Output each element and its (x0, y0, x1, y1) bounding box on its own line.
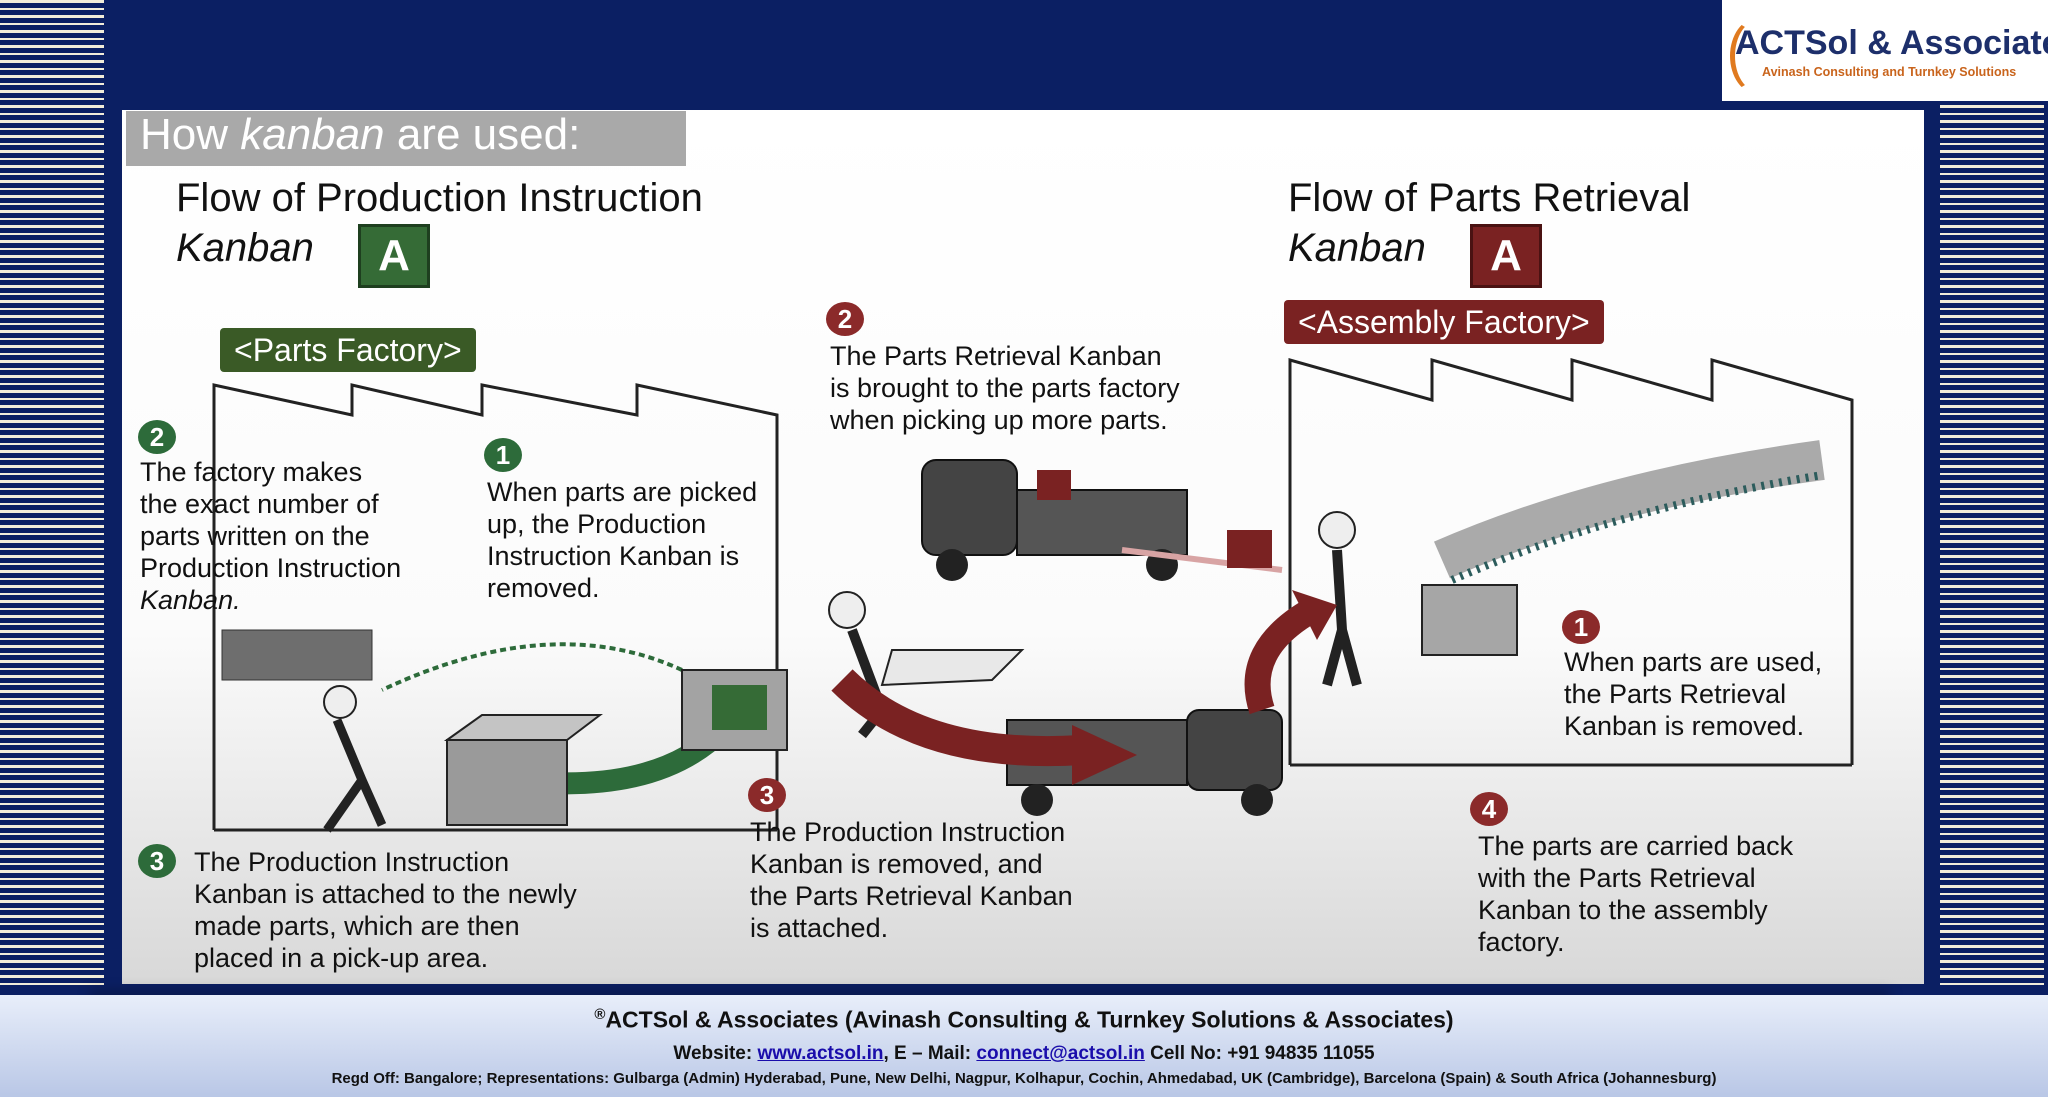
left-step3-text: The Production Instruction Kanban is att… (194, 847, 577, 973)
worker-left-head (323, 685, 357, 719)
left-title-line2: Kanban (176, 226, 314, 270)
right-title-line1: Flow of Parts Retrieval (1288, 176, 1691, 220)
maroon-arrow-down-head (1072, 725, 1137, 785)
truck-top-cab (921, 459, 1018, 556)
maroon-arrow-up (1244, 598, 1319, 715)
truck-bottom-wheel2 (1241, 784, 1273, 816)
left-title-line1: Flow of Production Instruction (176, 176, 703, 220)
mid-step2-text: The Parts Retrieval Kanban is brought to… (830, 341, 1180, 435)
left-step1-number: 1 (484, 438, 522, 472)
kanban-card-pickup (712, 685, 767, 730)
logo-title: ACTSol & Associates (1735, 24, 2048, 62)
parts-box-left (446, 739, 568, 826)
left-step3-number: 3 (138, 844, 176, 878)
green-return-arrow (381, 642, 683, 692)
mid-step3-number: 3 (748, 778, 786, 812)
right-step4-number: 4 (1470, 792, 1508, 826)
heading-tab (126, 111, 686, 166)
kanban-diagram: How kanban are used: Flow of Production … (122, 110, 1924, 984)
footer-company-line: ®ACTSol & Associates (Avinash Consulting… (594, 1006, 1454, 1033)
assembly-conveyor (1433, 440, 1825, 579)
worker-right-body (1322, 549, 1362, 687)
logo-subtitle: Avinash Consulting and Turnkey Solutions (1762, 65, 2017, 79)
production-kanban-badge: A (358, 224, 430, 288)
kanban-card-truck-top (1037, 470, 1071, 500)
kanban-card-retrieval-loose (1227, 530, 1272, 568)
logo-swoosh-icon (1730, 18, 1785, 94)
footer (0, 995, 2048, 1097)
kanban-illustration (212, 358, 1854, 833)
worker-right-head (1318, 511, 1356, 549)
email-link[interactable]: connect@actsol.in (976, 1043, 1145, 1064)
right-step4-text: The parts are carried back with the Part… (1478, 831, 1794, 957)
maroon-arrow-up-head (1292, 590, 1337, 640)
assembly-factory-banner: <Assembly Factory> (1284, 300, 1604, 344)
mid-step2-number: 2 (826, 302, 864, 336)
footer-offices-line: Regd Off: Bangalore; Representations: Gu… (331, 1070, 1717, 1087)
truck-top-wheel1 (936, 549, 968, 581)
left-step1-text: When parts are picked up, the Production… (487, 477, 758, 603)
assembly-conveyor-rollers (1450, 471, 1823, 584)
parts-factory-banner: <Parts Factory> (220, 328, 476, 372)
maroon-arrow-down (831, 669, 1083, 767)
right-step1-text: When parts are used, the Parts Retrieval… (1564, 647, 1823, 741)
hand-cart (880, 649, 1025, 687)
right-stripe-border (1940, 105, 2044, 990)
retrieval-kanban-badge: A (1470, 224, 1542, 288)
worker-mid-head (828, 591, 866, 629)
right-title-line2: Kanban (1288, 226, 1426, 270)
assembly-factory-roof (1288, 358, 1854, 765)
right-step1-number: 1 (1562, 610, 1600, 644)
diagram-heading: How kanban are used: (140, 110, 581, 159)
parts-box-left-top (443, 714, 603, 741)
footer-contact-line: Website: www.actsol.in, E – Mail: connec… (673, 1043, 1375, 1064)
left-step2-number: 2 (138, 420, 176, 454)
mid-step3-text: The Production Instruction Kanban is rem… (750, 817, 1073, 943)
left-step2-text: The factory makes the exact number of pa… (140, 457, 402, 615)
truck-top-bed (1016, 489, 1188, 556)
website-link[interactable]: www.actsol.in (757, 1043, 884, 1064)
worker-left-body (323, 718, 387, 833)
truck-bottom-cab (1186, 709, 1283, 791)
left-stripe-border (0, 0, 104, 990)
production-machine (221, 629, 373, 681)
parts-factory-roof (212, 383, 779, 830)
truck-bottom-wheel1 (1021, 784, 1053, 816)
parts-box-right (1421, 584, 1518, 656)
